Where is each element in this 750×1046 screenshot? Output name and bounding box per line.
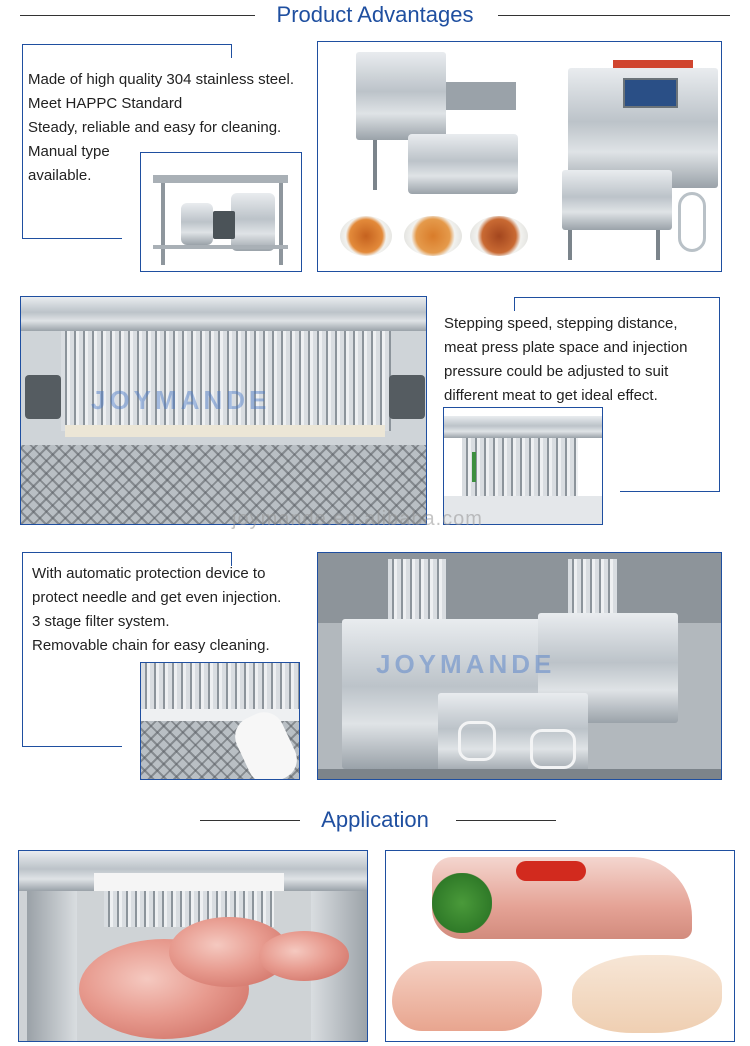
pepper-icon [516,861,586,881]
adjust-feature-text: Stepping speed, stepping distance, meat … [444,312,687,408]
feature-line: meat press plate space and injection [444,339,688,356]
automatic-injector-photo [317,41,722,272]
dish-icon [340,216,392,256]
protection-feature-text: With automatic protection device to prot… [32,562,281,658]
feature-line: protect needle and get even injection. [32,589,282,606]
dish-icon [404,216,462,256]
advantages-title: Product Advantages [266,0,484,30]
heading-rule-left [200,820,300,821]
text-bracket-material-tick [22,44,232,58]
text-bracket-adjust [514,297,720,492]
text-bracket-adjust-bottom [620,491,720,492]
text-bracket-protection [22,552,232,747]
heading-rule-left [20,15,255,16]
production-line-photo: JOYMANDE [317,552,722,780]
section-heading-application: Application [0,805,750,835]
dish-icon [470,216,528,256]
feature-line: pressure could be adjusted to suit [444,363,669,380]
text-bracket-material [22,44,232,239]
feature-line: With automatic protection device to [32,565,266,582]
heading-rule-right [498,15,730,16]
text-bracket-protection-tick [22,552,232,566]
filter-chain-photo [140,662,300,780]
needle-head-photo: JOYMANDE [20,296,427,525]
brand-watermark: JOYMANDE [91,385,271,415]
feature-line: 3 stage filter system. [32,613,170,630]
site-watermark: joymande.en.alibaba.com [232,508,483,530]
needle-closeup-photo [443,407,603,525]
application-title: Application [311,805,439,835]
material-feature-text: Made of high quality 304 stainless steel… [28,68,294,188]
brand-watermark: JOYMANDE [376,649,556,679]
feature-line: Made of high quality 304 stainless steel… [28,71,294,88]
feature-line: Stepping speed, stepping distance, [444,315,678,332]
feature-line: Removable chain for easy cleaning. [32,637,270,654]
text-bracket-protection-bottom [22,746,122,747]
text-bracket-material-bottom [22,238,122,239]
heading-rule-right [456,820,556,821]
feature-line: Steady, reliable and easy for cleaning. [28,119,282,136]
control-panel-icon [623,78,678,108]
feature-line: different meat to get ideal effect. [444,387,658,404]
feature-line: Meet HAPPC Standard [28,95,183,112]
feature-line: available. [28,167,92,184]
manual-machine-photo [140,152,302,272]
text-bracket-adjust-tick [514,297,515,311]
herb-icon [432,873,492,933]
feature-line: Manual type [28,143,110,160]
meat-injection-photo [18,850,368,1042]
meat-products-photo [385,850,735,1042]
section-heading-advantages: Product Advantages [0,0,750,30]
